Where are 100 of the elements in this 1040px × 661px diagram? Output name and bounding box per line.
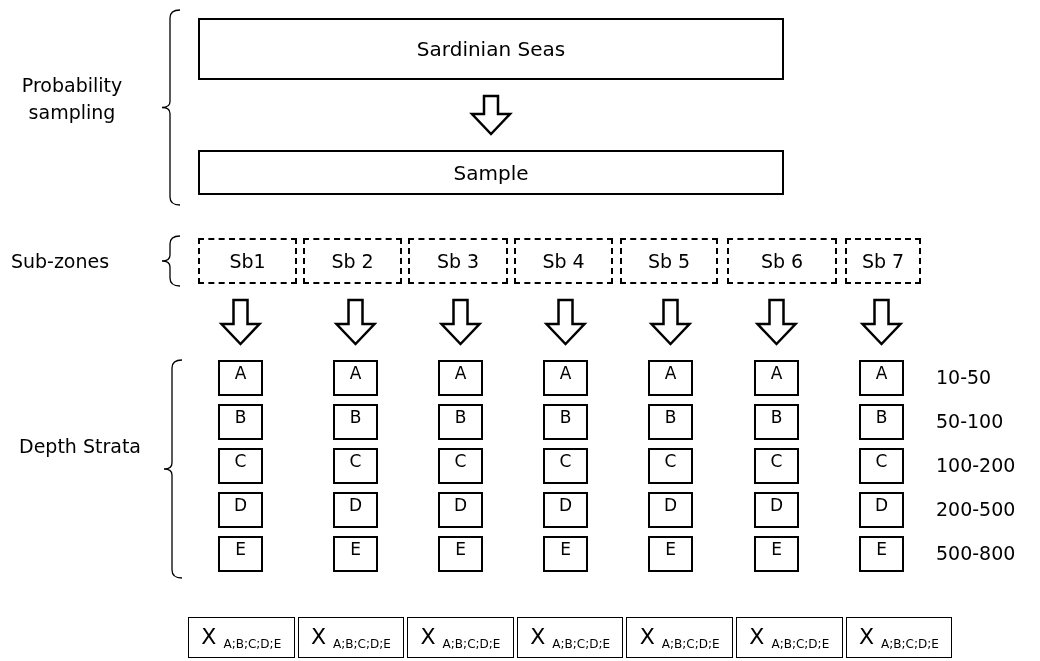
node-text: D — [769, 494, 784, 517]
depth-range-label: 10-50 — [935, 365, 993, 390]
node-text: A — [664, 362, 677, 385]
block-arrow — [859, 298, 904, 346]
depth-range-label: 500-800 — [935, 541, 1017, 566]
node-text: D — [348, 494, 363, 517]
node-text: X $_{A;B;C;D;E}$ — [749, 624, 830, 651]
node-text: E — [235, 538, 246, 561]
depth-range-label: 100-200 — [935, 453, 1017, 478]
process-box — [333, 492, 378, 528]
process-box — [333, 360, 378, 396]
node-text: C — [875, 450, 888, 473]
node-text: A — [349, 362, 362, 385]
node-text: D — [663, 494, 678, 517]
node-text: A — [234, 362, 247, 385]
process-box — [648, 360, 693, 396]
process-box — [543, 448, 588, 484]
block-arrow — [543, 298, 588, 346]
node-text: D — [453, 494, 468, 517]
block-arrow — [438, 298, 483, 346]
process-box — [543, 360, 588, 396]
table-cell — [516, 617, 624, 658]
table-cell — [297, 617, 405, 658]
node-text: A — [454, 362, 467, 385]
node-text: D — [874, 494, 889, 517]
sub-zone-box — [620, 238, 718, 284]
node-text: E — [350, 538, 361, 561]
process-box — [859, 492, 904, 528]
table-cell — [188, 617, 295, 658]
node-text: B — [454, 406, 467, 429]
process-box — [333, 448, 378, 484]
node-text: B — [234, 406, 247, 429]
block-arrow — [469, 94, 513, 136]
depth-range-label: 200-500 — [935, 497, 1017, 522]
process-box — [754, 404, 799, 440]
node-text: C — [454, 450, 467, 473]
depth-range-label: 50-100 — [935, 409, 1005, 434]
node-text: B — [770, 406, 783, 429]
table-cell — [845, 617, 953, 658]
node-text: Sb 3 — [436, 250, 480, 272]
node-text: B — [875, 406, 888, 429]
block-arrow — [754, 298, 799, 346]
process-box — [859, 536, 904, 572]
table-cell — [626, 617, 733, 658]
process-box — [754, 360, 799, 396]
process-box — [438, 492, 483, 528]
process-box — [859, 360, 904, 396]
process-box — [754, 448, 799, 484]
node-text: Sb 5 — [647, 250, 691, 272]
node-text: C — [664, 450, 677, 473]
node-text: X $_{A;B;C;D;E}$ — [639, 624, 720, 651]
block-arrow — [218, 298, 263, 346]
node-text: E — [665, 538, 676, 561]
node-text: E — [876, 538, 887, 561]
process-box — [648, 536, 693, 572]
process-box — [754, 492, 799, 528]
node-text: C — [559, 450, 572, 473]
node-text: Sb 7 — [861, 250, 905, 272]
node-text: Sample — [453, 160, 529, 185]
sub-zone-box — [303, 238, 402, 284]
node-text: B — [664, 406, 677, 429]
node-text: E — [771, 538, 782, 561]
node-text: X $_{A;B;C;D;E}$ — [201, 624, 282, 651]
group-label: Probability sampling — [20, 73, 124, 125]
node-text: A — [770, 362, 783, 385]
node-text: Sb1 — [229, 250, 266, 272]
node-text: C — [770, 450, 783, 473]
block-arrow — [333, 298, 378, 346]
group-label: Sub-zones — [9, 249, 111, 274]
node-text: E — [560, 538, 571, 561]
sub-zone-box — [514, 238, 613, 284]
process-box — [543, 492, 588, 528]
block-arrow — [648, 298, 693, 346]
process-box — [438, 448, 483, 484]
node-text: B — [559, 406, 572, 429]
node-text: B — [349, 406, 362, 429]
node-text: Sb 6 — [760, 250, 804, 272]
node-text: X $_{A;B;C;D;E}$ — [420, 624, 501, 651]
node-text: A — [559, 362, 572, 385]
node-text: A — [875, 362, 888, 385]
process-box — [333, 404, 378, 440]
group-label: Depth Strata — [18, 434, 142, 459]
sub-zone-box — [198, 238, 297, 284]
process-box — [648, 492, 693, 528]
process-box — [218, 536, 263, 572]
node-text: Sb 2 — [331, 250, 374, 272]
process-box — [648, 404, 693, 440]
node-text: C — [234, 450, 247, 473]
process-box — [859, 404, 904, 440]
process-box — [218, 404, 263, 440]
node-text: D — [233, 494, 248, 517]
node-text: X $_{A;B;C;D;E}$ — [310, 624, 391, 651]
process-box — [438, 360, 483, 396]
process-box — [198, 150, 784, 195]
table-cell — [407, 617, 514, 658]
node-text: C — [349, 450, 362, 473]
process-box — [543, 404, 588, 440]
node-text: X $_{A;B;C;D;E}$ — [530, 624, 611, 651]
table-cell — [736, 617, 843, 658]
process-box — [648, 448, 693, 484]
